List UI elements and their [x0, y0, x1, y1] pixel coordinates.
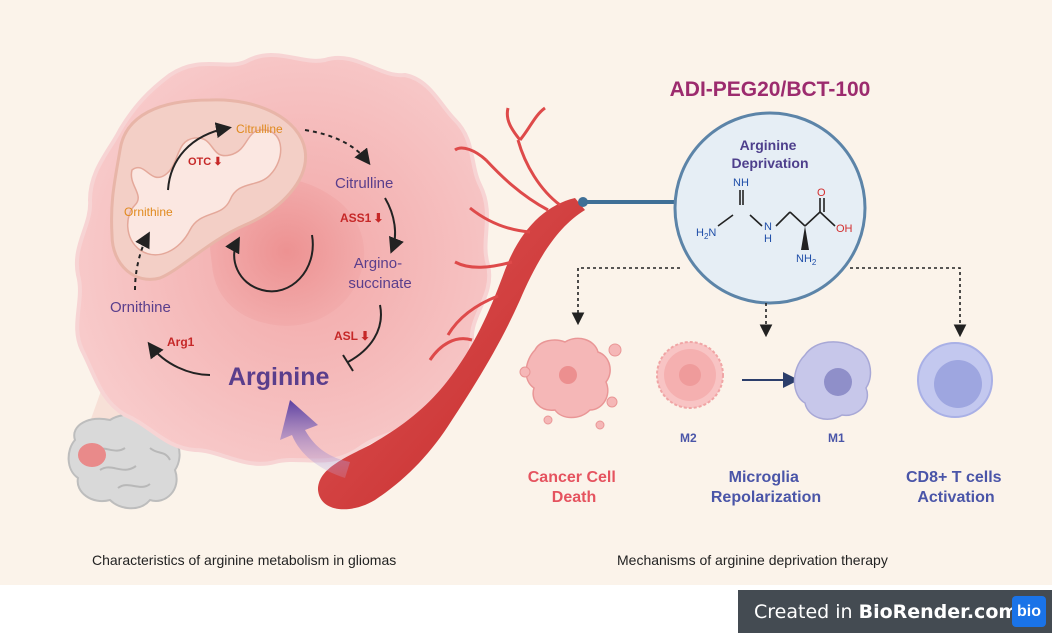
caption-right: Mechanisms of arginine deprivation thera…: [617, 552, 888, 568]
atom-o: O: [817, 187, 826, 199]
atom-n: N: [764, 221, 772, 233]
arrow-arginine-to-ornithine: [147, 341, 211, 376]
blood-vessel: [318, 106, 688, 510]
label-citrulline-mito: Citrulline: [236, 122, 283, 136]
label-arg1-enzyme: Arg1: [167, 335, 195, 349]
atom-nh: NH: [733, 177, 749, 189]
watermark-text: Created in BioRender.com: [754, 600, 1019, 623]
m1-microglia-icon: [793, 341, 872, 420]
outcome-cancer-cell-death: Cancer Cell Death: [528, 469, 621, 506]
brain-icon: [67, 413, 181, 510]
atom-nh2: NH2: [796, 253, 817, 267]
label-arginine: Arginine: [228, 363, 329, 391]
brain-folds: [94, 447, 171, 489]
outcome-arrows: [571, 267, 967, 338]
mitochondrion: [110, 98, 308, 281]
wedge-bond: [801, 226, 809, 250]
cycle-arrow: [225, 234, 314, 293]
arginine-structure: [717, 190, 836, 227]
label-m1: M1: [828, 431, 845, 445]
outcome-microglia-repolarization: Microglia Repolarization: [711, 469, 821, 506]
arrow-mito-citrulline-out: [304, 129, 371, 166]
glioma-spot: [78, 443, 106, 467]
atom-h: H: [764, 233, 772, 245]
biorender-watermark[interactable]: Created in BioRender.com bio: [738, 590, 1052, 633]
molecule-circle: [673, 111, 867, 305]
label-ornithine-mito: Ornithine: [124, 205, 173, 219]
label-m2: M2: [680, 431, 697, 445]
label-asl-enzyme: ASL⬇: [334, 329, 370, 343]
arrow-ornithine-to-citrulline-mito: [167, 122, 232, 191]
label-ass1-enzyme: ASS1⬇: [340, 211, 383, 225]
inhibit-asl: [347, 304, 382, 363]
cancer-cell-death-icon: [519, 337, 622, 430]
label-ornithine: Ornithine: [110, 299, 171, 316]
label-citrulline: Citrulline: [335, 175, 393, 192]
label-otc-enzyme: OTC⬇: [188, 156, 222, 168]
inhibit-bar: [342, 354, 354, 372]
m2-microglia-icon: [656, 341, 724, 409]
label-argininosuccinate: Argino- succinate: [348, 255, 411, 292]
atom-oh: OH: [836, 223, 853, 235]
caption-left: Characteristics of arginine metabolism i…: [92, 552, 397, 568]
biorender-logo-icon: bio: [1012, 596, 1046, 627]
cd8-t-cell-icon: [917, 342, 993, 418]
therapy-title: ADI-PEG20/BCT-100: [670, 78, 871, 101]
arrow-citrulline-to-argino: [384, 197, 404, 254]
outcome-cd8-activation: CD8+ T cells Activation: [906, 469, 1006, 506]
atom-h2n: H2N: [696, 227, 716, 241]
arginine-uptake-arrow: [280, 400, 350, 478]
molecule-atom-labels: NH H2N N H O OH NH2: [696, 177, 853, 267]
molecule-title: Arginine Deprivation: [731, 137, 808, 171]
